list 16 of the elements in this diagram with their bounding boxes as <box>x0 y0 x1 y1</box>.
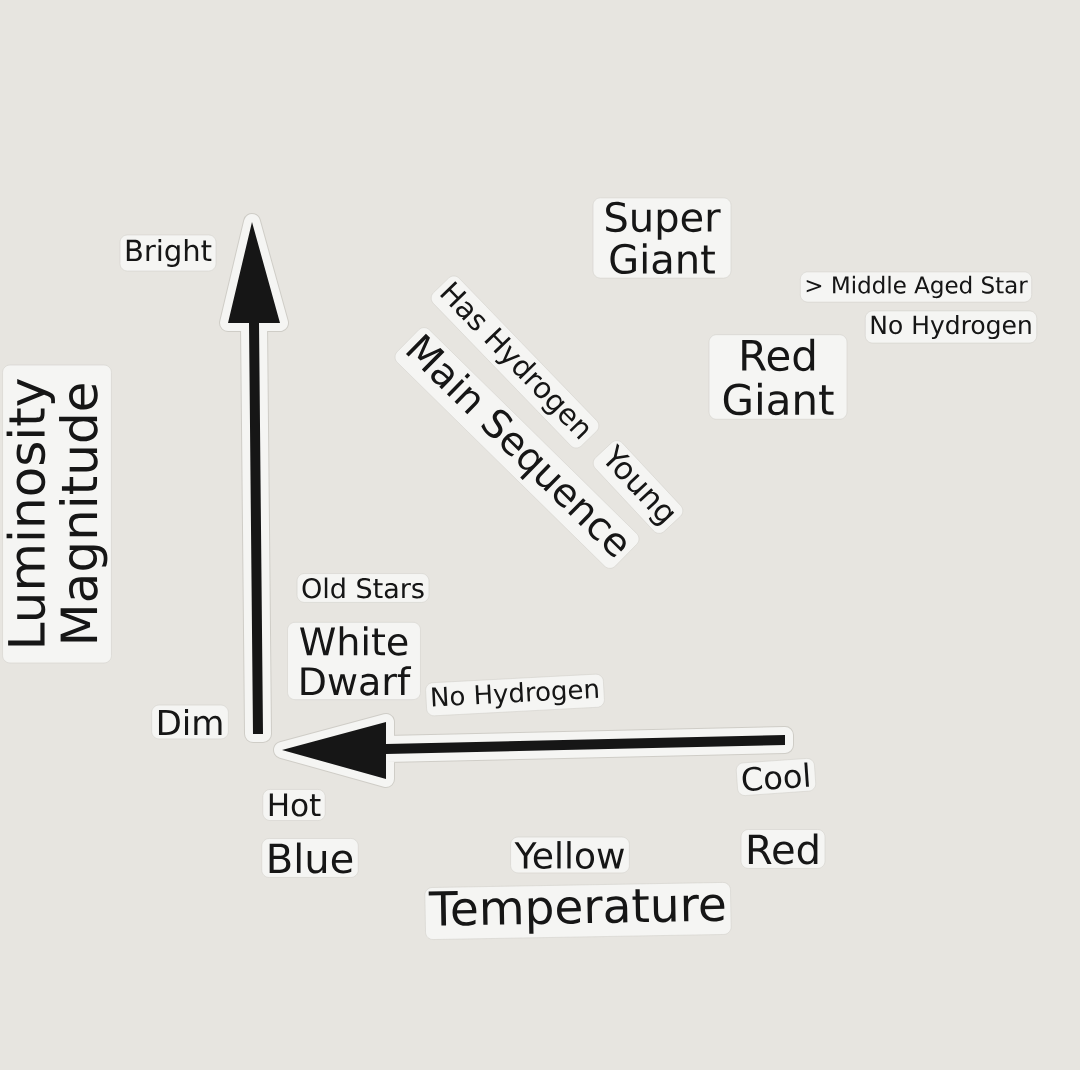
note-label: No Hydrogen <box>425 673 605 717</box>
axis-tick-label: Red <box>740 829 826 869</box>
note-label: > Middle Aged Star <box>800 271 1032 303</box>
note-label: No Hydrogen <box>865 310 1037 344</box>
axis-tick-label: Blue <box>261 838 359 878</box>
axis-title: Temperature <box>424 882 732 940</box>
region-label: White Dwarf <box>287 622 421 700</box>
axis-end-label: Dim <box>151 704 229 740</box>
axis-end-label: Hot <box>262 789 326 821</box>
region-label: Red Giant <box>708 334 848 420</box>
region-label: Super Giant <box>592 197 732 279</box>
axis-tick-label: Yellow <box>510 836 630 874</box>
axis-end-label: Cool <box>736 758 816 796</box>
axis-title: Luminosity Magnitude <box>2 364 112 664</box>
axis-end-label: Bright <box>119 234 217 272</box>
note-label: Old Stars <box>296 573 430 603</box>
